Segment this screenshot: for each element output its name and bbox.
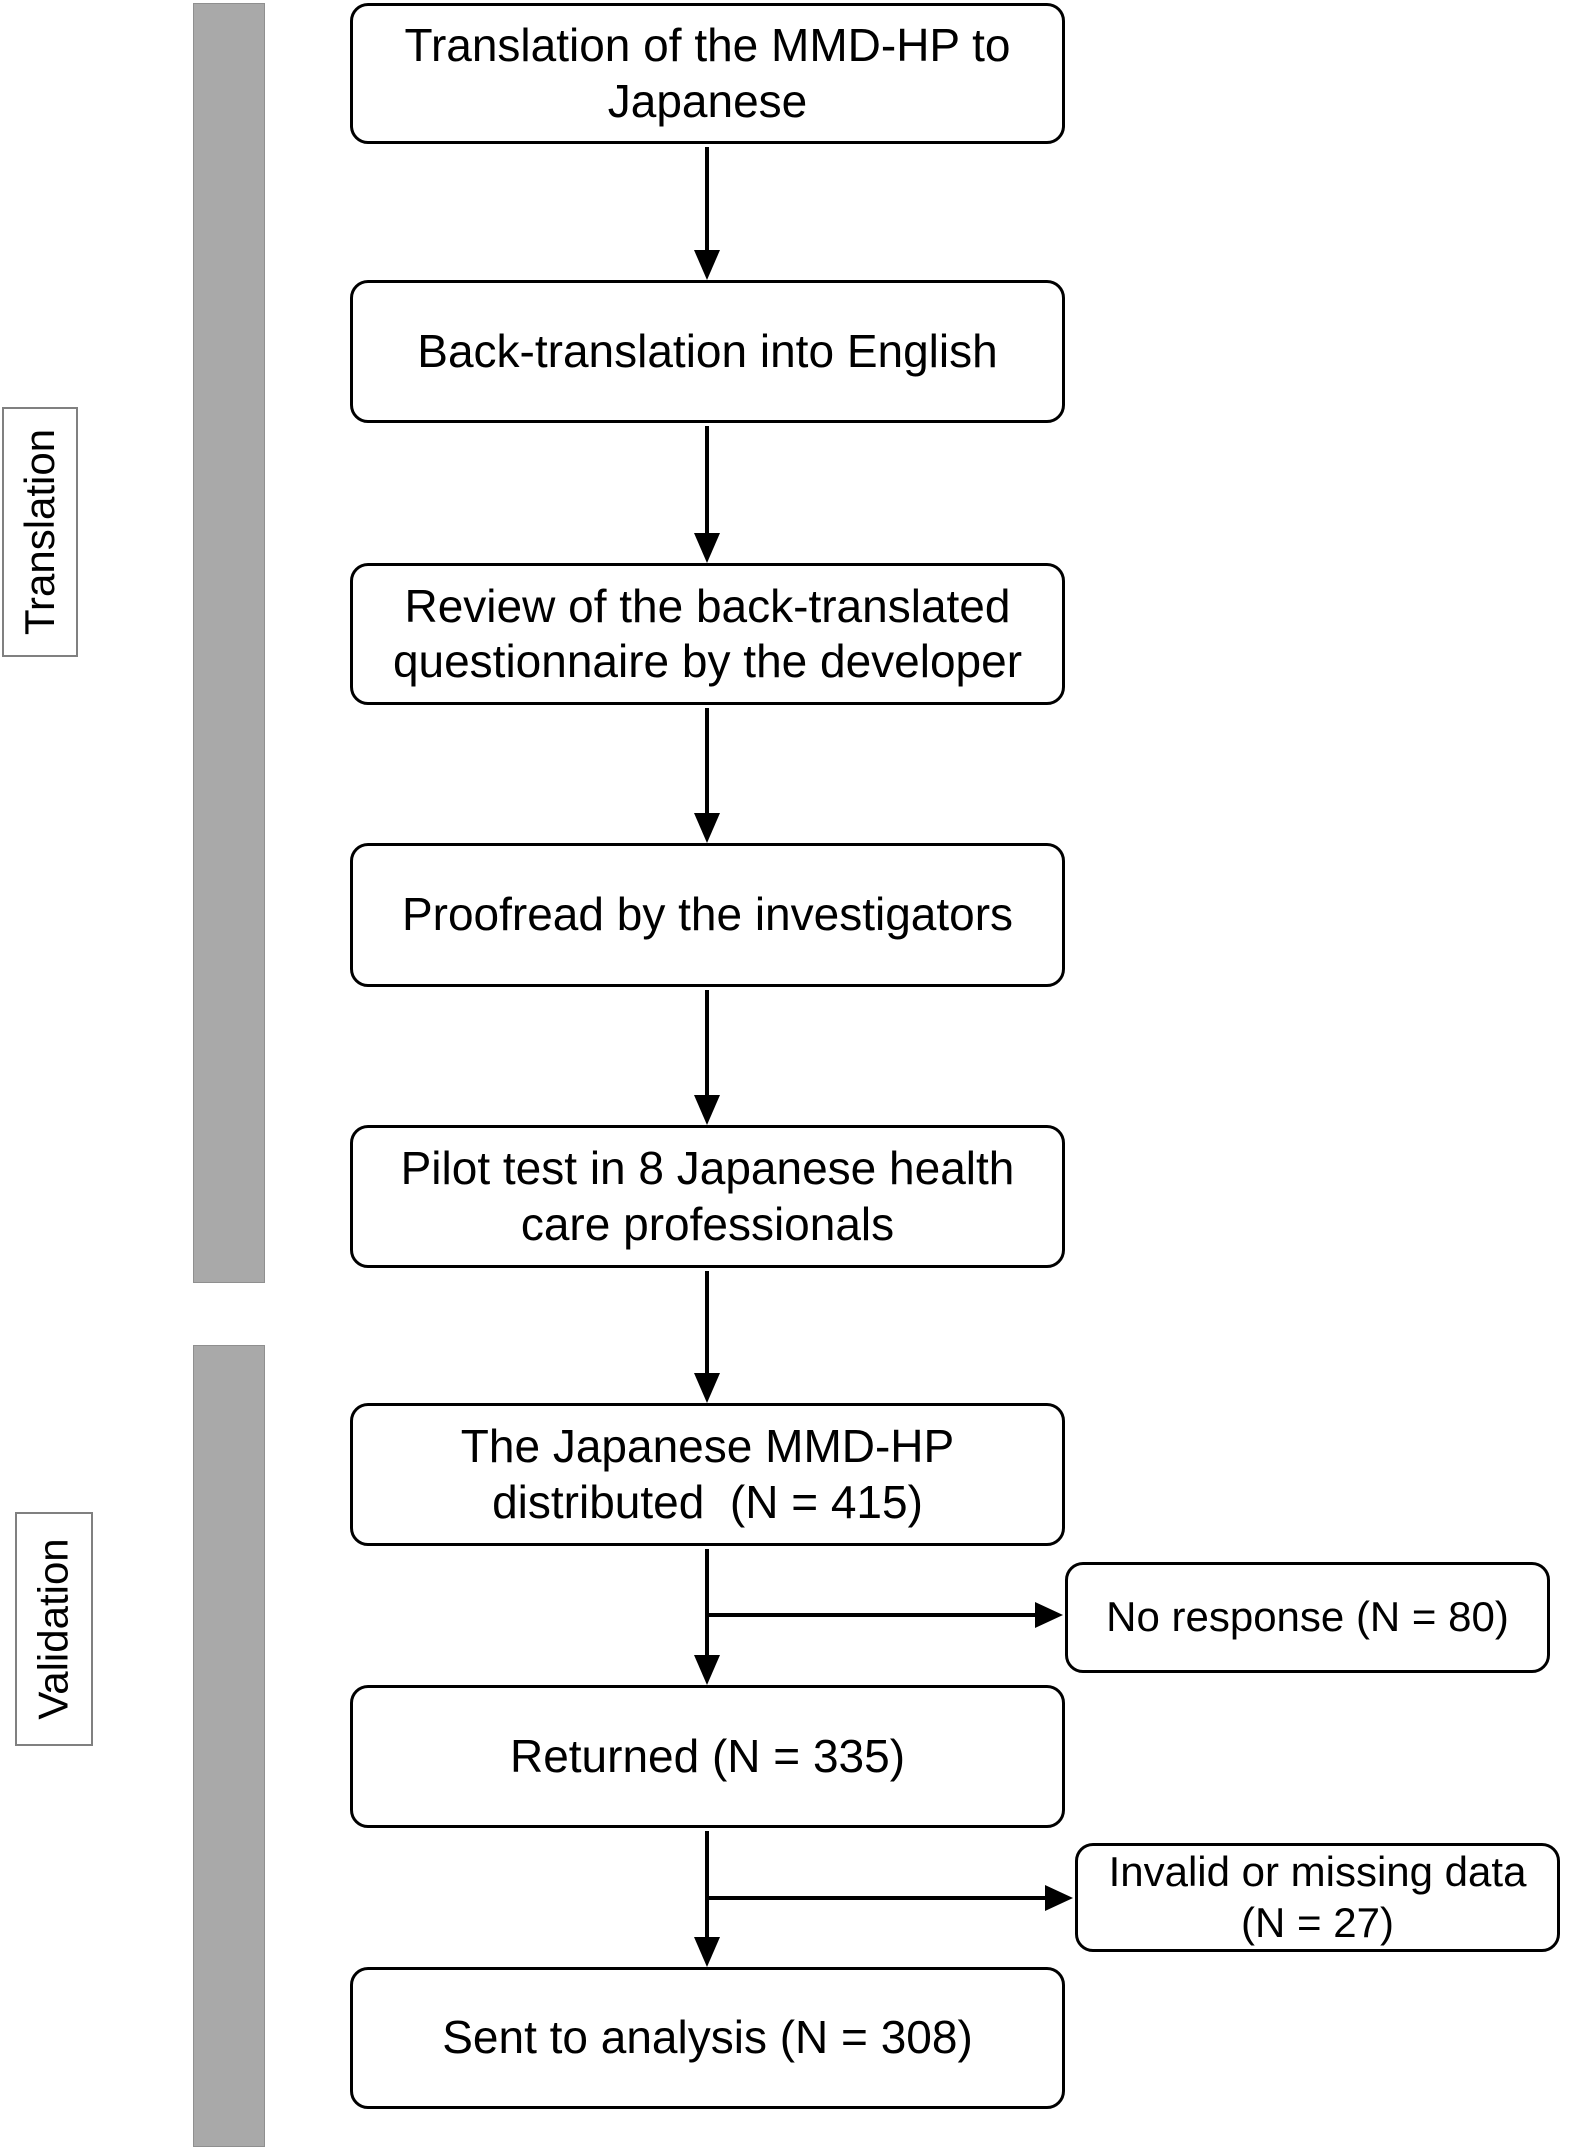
flow-box-back-translation: Back-translation into English bbox=[350, 280, 1065, 423]
translation-section-bar bbox=[193, 3, 265, 1283]
arrow-line-7 bbox=[705, 1831, 709, 1937]
down-arrowhead-icon bbox=[694, 250, 720, 280]
down-arrowhead-icon bbox=[694, 1655, 720, 1685]
right-arrowhead-icon bbox=[1045, 1885, 1073, 1911]
flow-box-distributed: The Japanese MMD-HP distributed (N = 415… bbox=[350, 1403, 1065, 1546]
right-arrowhead-icon bbox=[1035, 1602, 1063, 1628]
validation-section-label-box: Validation bbox=[15, 1512, 93, 1746]
flow-box-returned: Returned (N = 335) bbox=[350, 1685, 1065, 1828]
arrow-line-6 bbox=[705, 1549, 709, 1655]
down-arrowhead-icon bbox=[694, 813, 720, 843]
arrow-line-4 bbox=[705, 990, 709, 1095]
branch-line-no-response bbox=[706, 1613, 1035, 1617]
side-box-invalid-data: Invalid or missing data (N = 27) bbox=[1075, 1843, 1560, 1952]
translation-section-label-box: Translation bbox=[2, 407, 78, 657]
validation-section-label: Validation bbox=[30, 1538, 78, 1720]
arrow-line-5 bbox=[705, 1271, 709, 1373]
translation-section-label: Translation bbox=[16, 428, 63, 636]
down-arrowhead-icon bbox=[694, 1095, 720, 1125]
flow-box-proofread: Proofread by the investigators bbox=[350, 843, 1065, 987]
branch-line-invalid-data bbox=[706, 1896, 1045, 1900]
arrow-line-2 bbox=[705, 426, 709, 533]
arrow-line-3 bbox=[705, 708, 709, 813]
validation-section-bar bbox=[193, 1345, 265, 2147]
side-box-no-response: No response (N = 80) bbox=[1065, 1562, 1550, 1673]
flow-box-sent-to-analysis: Sent to analysis (N = 308) bbox=[350, 1967, 1065, 2109]
flow-box-pilot-test: Pilot test in 8 Japanese health care pro… bbox=[350, 1125, 1065, 1268]
flow-box-developer-review: Review of the back-translated questionna… bbox=[350, 563, 1065, 705]
down-arrowhead-icon bbox=[694, 1373, 720, 1403]
down-arrowhead-icon bbox=[694, 1937, 720, 1967]
arrow-line-1 bbox=[705, 147, 709, 250]
down-arrowhead-icon bbox=[694, 533, 720, 563]
flow-box-translation: Translation of the MMD-HP to Japanese bbox=[350, 3, 1065, 144]
